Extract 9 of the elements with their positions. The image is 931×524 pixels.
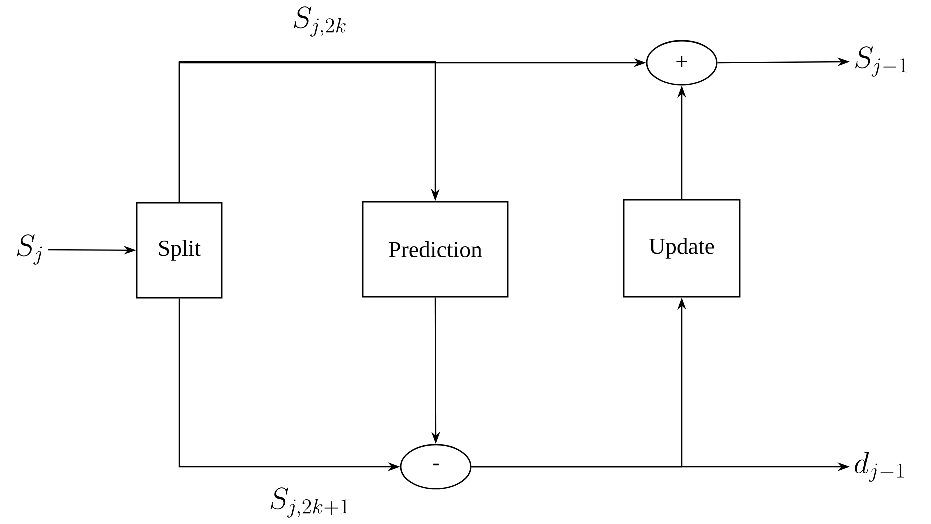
arrow	[178, 61, 440, 202]
edge-label: $S_{j,2k}$	[290, 6, 350, 38]
signal-label: $S_{j-1}$	[855, 46, 907, 77]
process-box: Split	[136, 202, 223, 299]
signal-label: $S_j$	[17, 234, 42, 265]
process-box: Update	[623, 199, 741, 298]
process-box: Prediction	[362, 201, 509, 298]
signal-label: $d_{j-1}$	[855, 452, 904, 482]
edge-label: $S_{j,2k+1}$	[267, 486, 353, 520]
